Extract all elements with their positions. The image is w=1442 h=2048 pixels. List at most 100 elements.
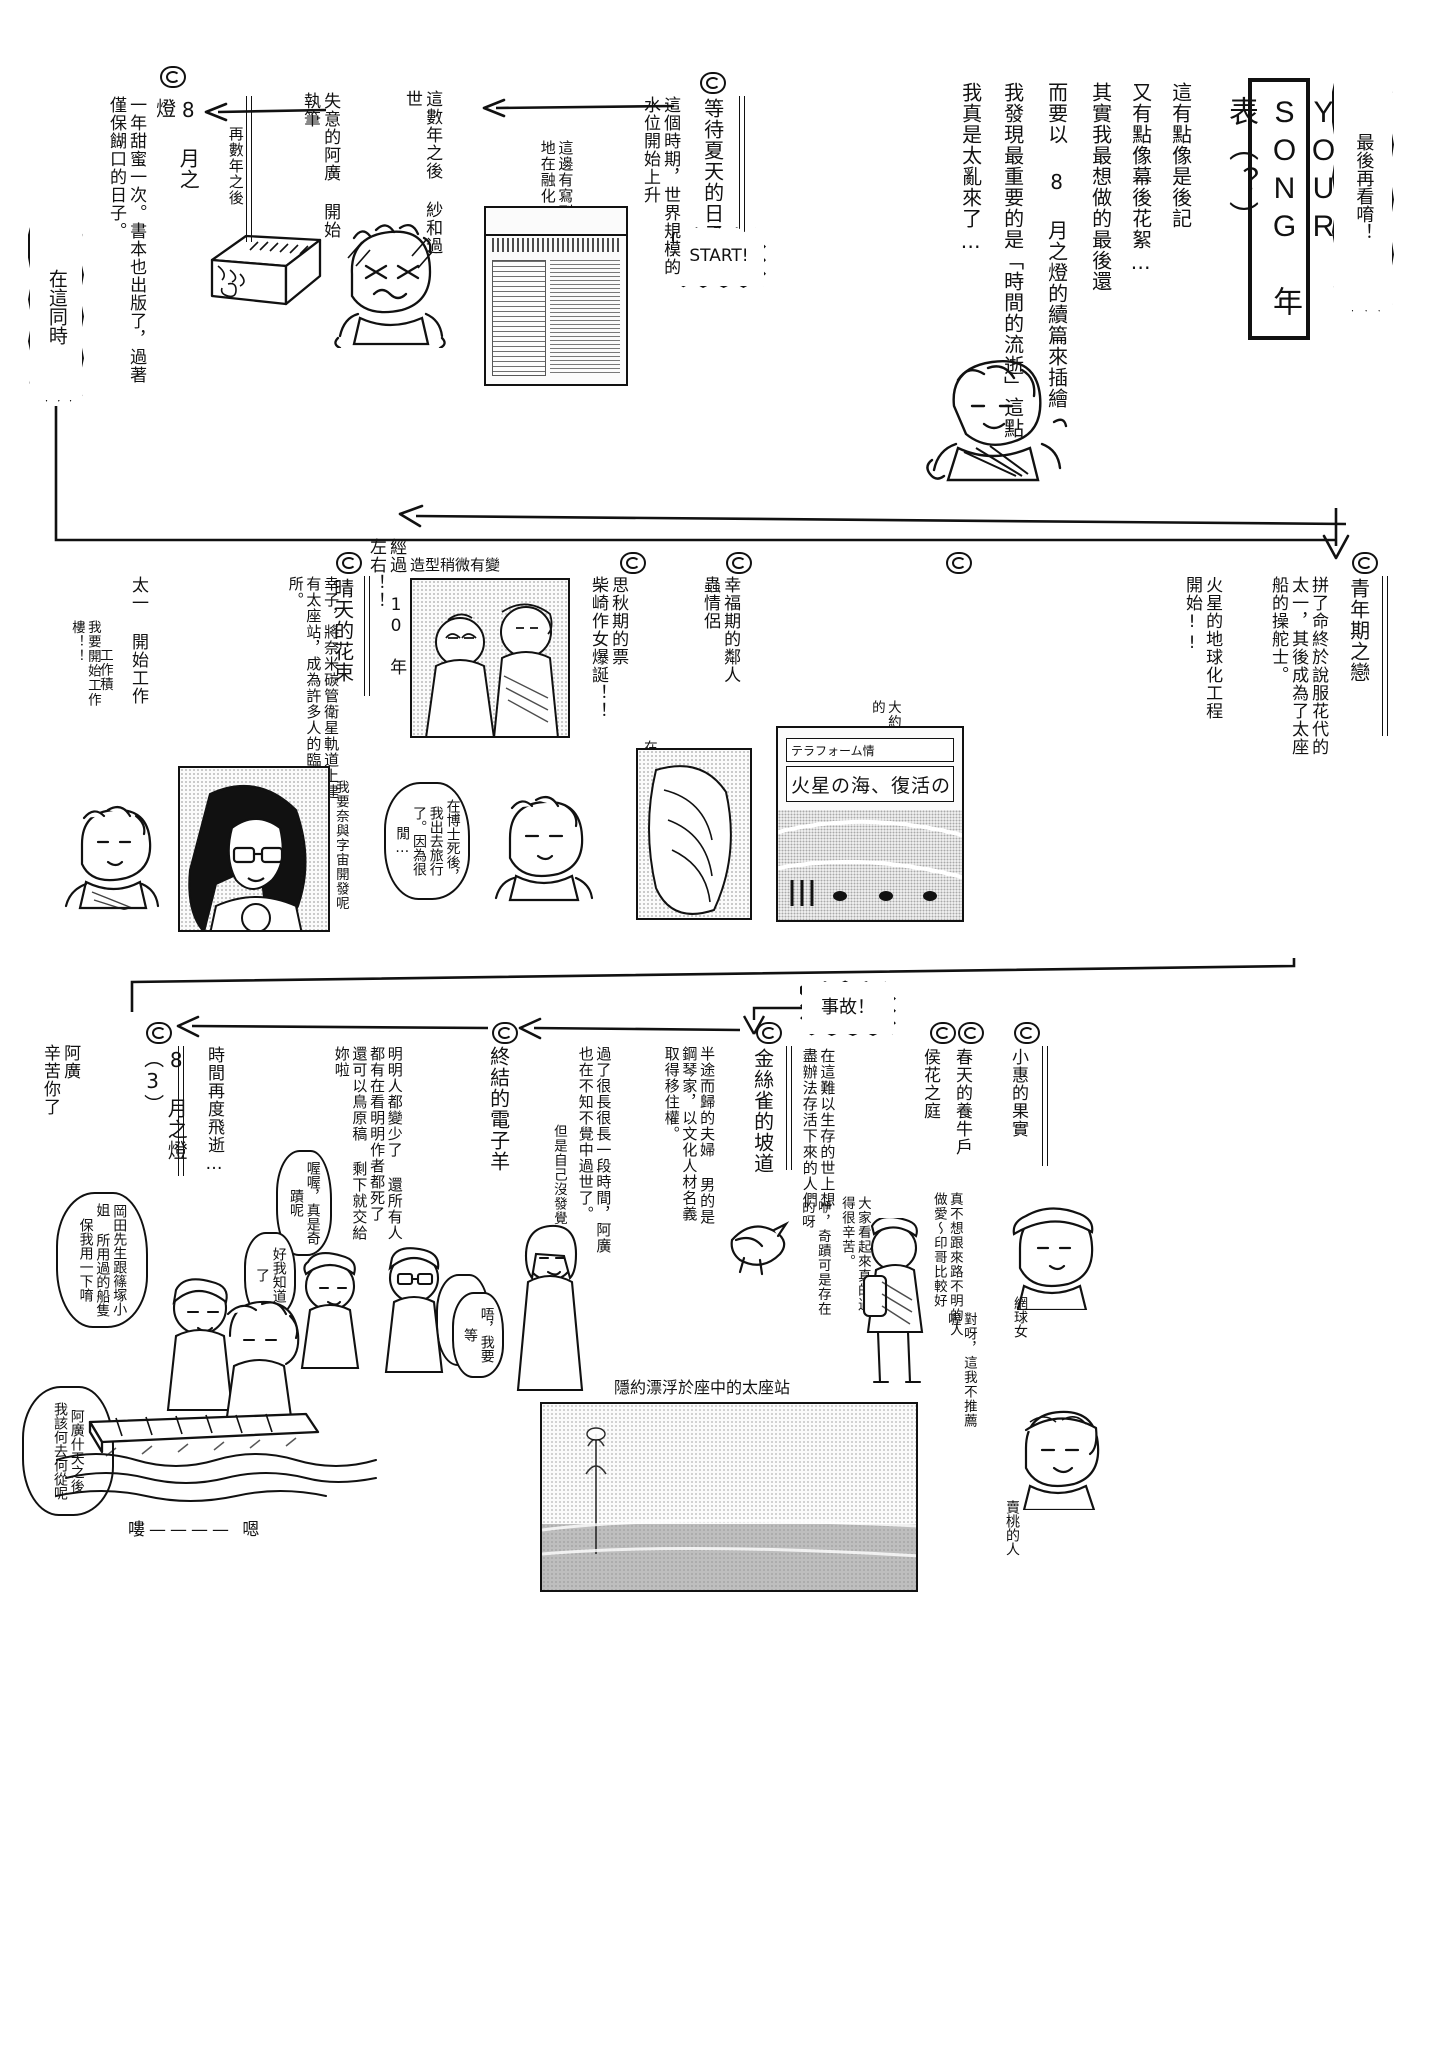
heading-final-electric-sheep: 終結的電子羊 — [486, 1046, 511, 1172]
figure-traveler — [848, 1218, 938, 1388]
heading-rule-5 — [1042, 1046, 1048, 1166]
bubble-wu: 唔，我要等 — [452, 1292, 504, 1378]
long-time-passed: 過了很長很長一段時間，阿廣也在不知不覺中過世了。 — [576, 1046, 613, 1254]
heading-rule-3 — [1382, 576, 1388, 736]
happy-neighbors: 幸福期的鄰人 蟲情侶 — [700, 576, 741, 684]
heading-rule-1 — [739, 96, 745, 256]
spiral-marker-2 — [160, 66, 186, 88]
spiral-marker-12 — [492, 1022, 518, 1044]
mars-news-headline: テラフォーム情 — [786, 738, 954, 762]
panel-newspaper — [484, 206, 628, 386]
heading-spring-cattle: 春天的養牛戶 — [952, 1048, 973, 1156]
heading-august-lamp: 8 月之燈 — [152, 98, 201, 190]
shout-balloon-top-right: 最後再看唷！ — [1332, 64, 1394, 312]
chibi-small-row2 — [488, 792, 600, 902]
august-lamp-description: 一年甜蜜一次。書本也出版了，過著僅保餬口的日子。 — [106, 96, 147, 384]
chibi-crying — [330, 218, 450, 348]
heading-youth-love: 青年期之戀 — [1346, 578, 1371, 683]
spiral-marker-8 — [1014, 1022, 1040, 1044]
flow-arrow-row1-b — [200, 100, 330, 124]
heading-august-lamp-3: 8 月之燈（3） — [140, 1048, 189, 1161]
spiral-marker-11 — [756, 1022, 782, 1044]
flow-connector-row1-row2 — [46, 400, 1346, 550]
heading-rule-2 — [246, 96, 252, 242]
figure-row3-woman — [500, 1222, 600, 1392]
bird-icon — [716, 1200, 796, 1280]
peach-seller-label: 賣桃的人 — [1004, 1500, 1020, 1556]
panel-reading — [636, 748, 752, 920]
mars-terraform-start: 火星的地球化工程 開始!! — [1182, 576, 1223, 720]
panel-space-station — [540, 1402, 918, 1592]
heading-rule-7 — [178, 1046, 184, 1176]
spiral-marker-5 — [726, 552, 752, 574]
intro-column-3: 其實我最想做的最後還 — [1088, 82, 1113, 292]
bubble-after-doctor-death: 在博士死後，我出去旅行了。因為很閒… — [384, 782, 470, 900]
flow-arrow-row3-a — [508, 1014, 748, 1044]
spiral-marker-9 — [958, 1022, 984, 1044]
heading-rule-6 — [786, 1046, 792, 1170]
spiral-marker-6 — [620, 552, 646, 574]
heading-sunny-flowers: 晴天的花束 — [330, 578, 355, 683]
bubble-strange: 喔喔，真是奇蹟呢 — [276, 1150, 332, 1256]
canary-slope-description: 半途而歸的夫婦 男的是鋼琴家，以文化人材名義取得移住權。 — [662, 1046, 717, 1225]
figure-boat-person-b — [206, 1296, 306, 1426]
spiral-marker-13 — [146, 1022, 172, 1044]
taichi-bubble-small: 工作積 — [96, 648, 113, 692]
heading-wait-summer: 等待夏天的日子 — [700, 98, 725, 245]
flow-connector-row2-row3 — [124, 952, 1304, 1072]
ten-years-passed: 經過 10 年左右！！ — [366, 538, 407, 676]
crow-bubble: 咿，奇蹟可是存在的呀 — [798, 1200, 831, 1316]
panel-two-people — [410, 578, 570, 738]
intro-column-4: 而要以 8 月之燈的續篇來插繪 — [1044, 82, 1069, 409]
telegram-text: 明明人都變少了 還所有人都有在看明明作者都死了 還可以鳥原稿 剩下就交給妳啦 — [332, 1046, 404, 1241]
boat-and-water — [56, 1392, 386, 1522]
chibi-row3-b — [370, 1244, 460, 1374]
shout-accident: 事故！ — [800, 980, 896, 1036]
heading-flower-garden: 侯花之庭 — [920, 1048, 941, 1120]
time-flies-again: 時間再度飛逝… — [204, 1046, 225, 1175]
spiral-marker-4 — [946, 552, 972, 574]
nara-bubble: 我要奈與字宙開發呢 — [332, 780, 349, 911]
flow-arrow-row2-left — [386, 500, 1356, 546]
chibi-nurse — [994, 1200, 1112, 1310]
autumn-leaves: 思秋期的票 柴崎作女爆誕！！ — [588, 576, 629, 720]
panel-mars-news: テラフォーム情 火星の海、復活の — [776, 726, 964, 922]
peach-seller-bubble: 對呀，這我不推薦喔 — [944, 1312, 977, 1428]
intro-column-5: 我發現最重要的是「時間的流逝」這點 — [1000, 82, 1025, 439]
page-title-box: YOUR SONG 年表（？） — [1224, 78, 1340, 340]
taichi-starts-work: 太一 開始工作 — [128, 576, 149, 705]
intro-column-1: 這有點像是後記 — [1168, 82, 1193, 229]
taichi-bubble: 我要開始工作樓！！ — [68, 620, 101, 707]
spiral-marker-10 — [930, 1022, 956, 1044]
chibi-row3-a — [286, 1250, 376, 1370]
chibi-taichi — [56, 800, 166, 910]
spiral-marker-1 — [700, 72, 726, 94]
aguang-thanks: 阿廣 辛苦你了 — [40, 1044, 81, 1116]
spiral-marker-3 — [1352, 552, 1378, 574]
flow-arrow-row3-b — [166, 1014, 496, 1044]
heading-canary-slope: 金絲雀的坡道 — [750, 1048, 775, 1174]
chibi-character-top — [896, 352, 1076, 482]
aguang-starts-writing: 失意的阿廣 開始執筆 — [300, 92, 341, 239]
era-water-rise: 這個時期，世界規模的水位開始上升 — [640, 96, 681, 276]
heading-peach-fruit: 小惠的果實 — [1008, 1048, 1029, 1138]
station-caption: 隱約漂浮於座中的太座站 — [614, 1378, 791, 1397]
after-more-years: 再數年之後 — [226, 126, 245, 206]
figure-boat-person-a — [150, 1272, 250, 1412]
page-title: YOUR SONG 年表（？） — [1224, 96, 1340, 321]
flower-garden-description: 在這難以生存的世上想盡辦法存活下來的人們 — [800, 1048, 837, 1208]
chibi-peach-seller — [1000, 1400, 1120, 1510]
bubble-old-boat: 岡田先生跟篠塚小姐 所用過的船隻 保我用一下唷 — [56, 1192, 148, 1328]
intro-column-2: 又有點像幕後花絮… — [1128, 82, 1153, 275]
youth-love-description: 拼了命終於說服花代的太一，其後成為了太座船的操舵士。 — [1268, 576, 1329, 756]
spiral-marker-7 — [336, 552, 362, 574]
flow-arrow-row1-a — [478, 96, 678, 120]
design-changed-note: 造型稍微有變 — [410, 556, 501, 574]
start-marker: START! — [672, 226, 766, 288]
cardboard-box — [206, 226, 326, 326]
flow-arrow-into-row2 — [1312, 506, 1372, 566]
nurse-label: 網球女 — [1012, 1296, 1028, 1338]
side-note-unaware: 但是自己沒發覺 — [550, 1124, 567, 1226]
sunny-flowers-description: 幸子，將奈米碳管衛星軌道上建有太座站，成為許多人的臨時居所。 — [286, 576, 341, 800]
